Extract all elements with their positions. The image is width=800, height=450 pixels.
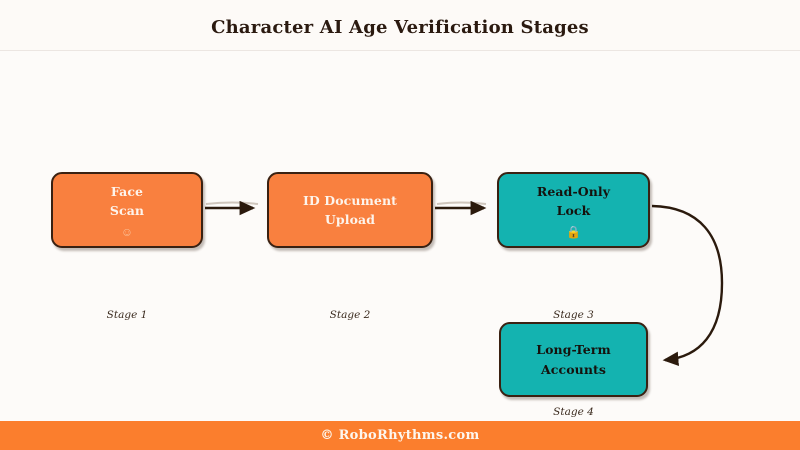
node-stage-4-label: Long-Term Accounts <box>536 342 611 377</box>
header-band <box>0 0 800 51</box>
node-stage-2[interactable]: ID Document Upload <box>267 172 433 248</box>
smiley-face-icon: ☺ <box>120 225 134 240</box>
page-title: Character AI Age Verification Stages <box>211 17 589 38</box>
stage-caption-3: Stage 3 <box>553 309 594 321</box>
node-stage-1[interactable]: Face Scan ☺ <box>51 172 203 248</box>
node-stage-3-label: Read-Only Lock <box>536 183 611 218</box>
diagram-area: Face Scan ☺ Stage 1 ID Document Upload S… <box>0 51 800 421</box>
stage-caption-4: Stage 4 <box>553 406 594 418</box>
node-stage-2-label: ID Document Upload <box>302 192 398 227</box>
node-stage-4[interactable]: Long-Term Accounts <box>499 322 648 397</box>
edge-1-2-sheen <box>205 201 259 205</box>
footer-bar: © RoboRhythms.com <box>0 421 800 450</box>
edge-stage3-to-stage4 <box>651 204 724 367</box>
footer-watermark: © RoboRhythms.com <box>320 428 480 443</box>
node-stage-1-label: Face Scan <box>109 183 145 218</box>
stage-caption-1: Stage 1 <box>106 309 148 321</box>
node-stage-3[interactable]: Read-Only Lock 🔒 <box>497 172 650 248</box>
stage-caption-2: Stage 2 <box>329 309 371 321</box>
padlock-icon: 🔒 <box>566 225 581 240</box>
edge-2-3-sheen <box>436 201 487 205</box>
